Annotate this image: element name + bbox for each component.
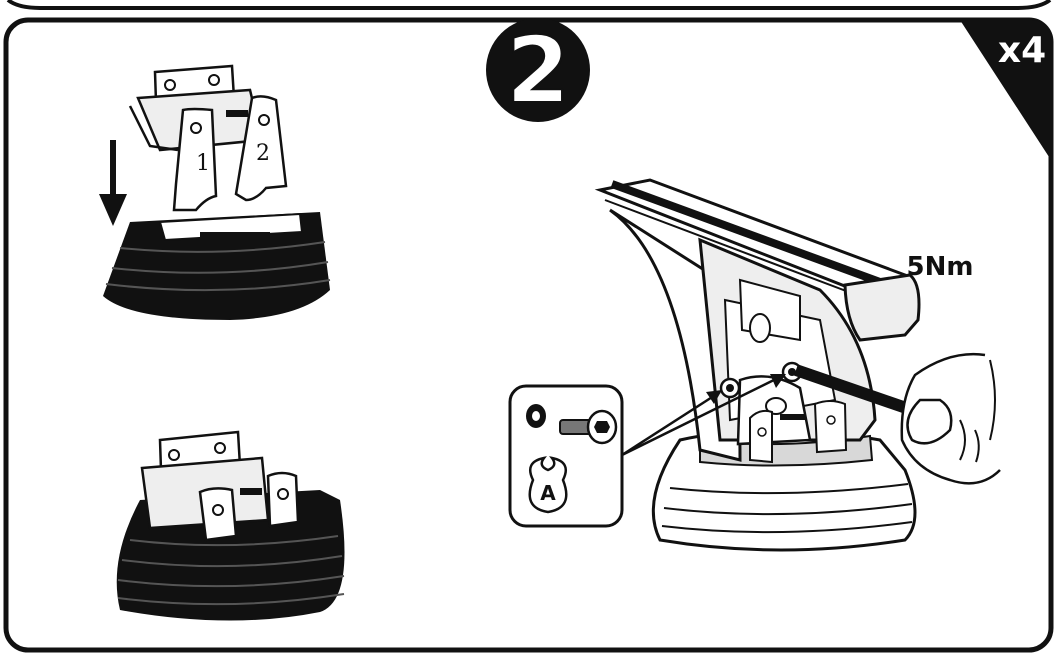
quantity-label: x4 (998, 30, 1046, 71)
hand-icon (900, 353, 1001, 485)
quantity-badge: x4 (960, 20, 1051, 160)
foot-pad-right (651, 428, 917, 552)
step-number-badge: 2 (486, 16, 590, 125)
roof-bar (594, 178, 921, 342)
bracket-top: 1 2 (128, 64, 288, 212)
bracket-bottom (140, 430, 300, 542)
hardware-bag-letter: A (540, 481, 556, 505)
plate-number-right: 2 (256, 141, 270, 166)
foot-pad-top (103, 212, 331, 320)
bolt-heads-installed (719, 361, 803, 399)
pointer-arrows (621, 374, 786, 457)
bolt-icon (559, 409, 618, 445)
step-number: 2 (506, 17, 570, 124)
washer-icon (526, 404, 546, 428)
hardware-callout: A (508, 384, 624, 528)
top-panel-edge (6, 0, 1052, 10)
bag-icon: A (528, 456, 568, 514)
plate-number-left: 1 (196, 151, 210, 176)
down-arrow-icon (99, 140, 127, 226)
torque-label: 5Nm (907, 252, 974, 282)
